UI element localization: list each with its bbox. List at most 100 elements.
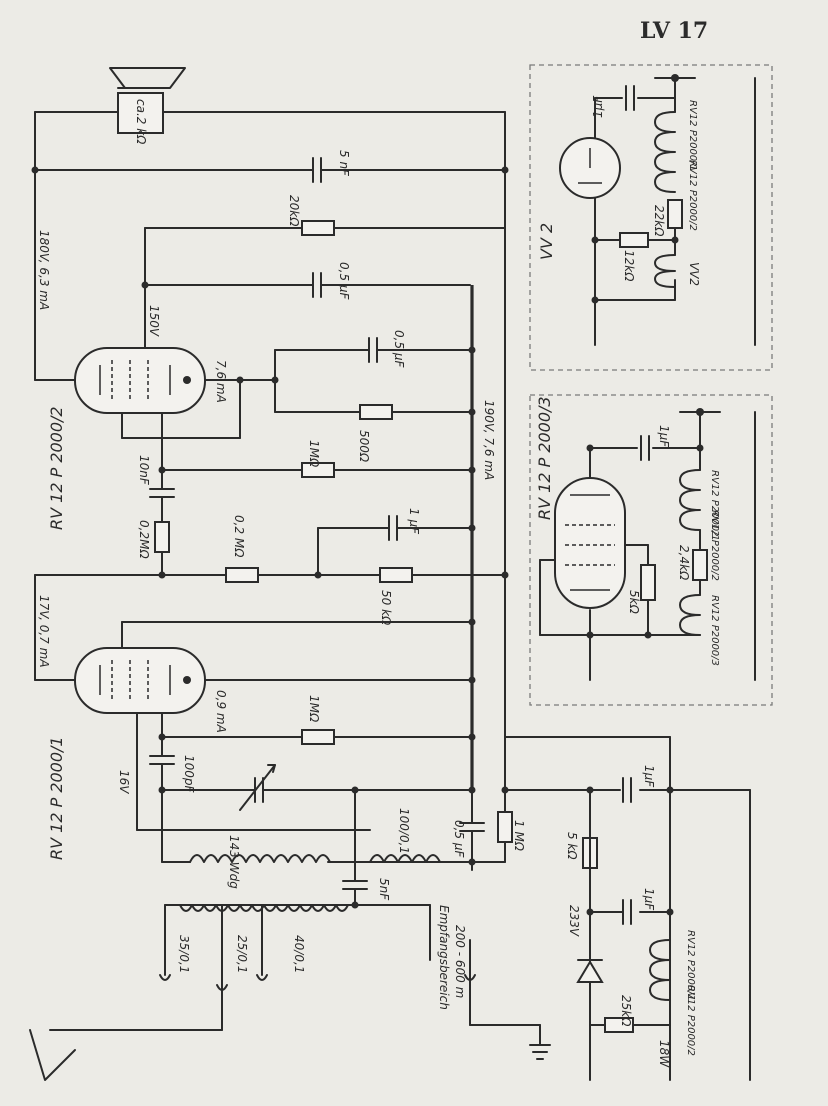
label-r-50k: 50 kΩ <box>379 590 393 626</box>
label-volt-16: 16V <box>117 770 131 794</box>
resistor-50k <box>379 567 413 583</box>
label-r-1m-lower: 1MΩ <box>307 695 321 723</box>
resistor-02m-left <box>154 521 170 553</box>
module-vv2-wiring <box>594 74 756 346</box>
tube-v3-label: RV 12 P 2000/3 <box>535 396 554 520</box>
capacitor-10nf <box>149 488 175 498</box>
resistor-v3-24k <box>692 549 708 581</box>
label-v3-r5: 5kΩ <box>627 590 641 615</box>
label-coil-100: 100/0,1 <box>397 808 411 854</box>
label-v3-h1: RV12 P2000/1 <box>709 470 720 541</box>
label-vv2-h1: RV12 P2000/1 <box>687 100 698 171</box>
label-volt-233: 233V <box>567 905 581 937</box>
label-r-1m-top: 1MΩ <box>307 440 321 468</box>
label-vv2-r22: 22kΩ <box>652 205 666 237</box>
antenna-symbol <box>29 1029 76 1081</box>
module-v3-box <box>529 394 773 706</box>
heater-coils-vv2 <box>654 111 676 288</box>
label-r-5k-pwr: 5 kΩ <box>565 832 579 860</box>
label-c-1uf-mid: 1 μF <box>407 508 421 535</box>
resistor-1m-low <box>497 811 513 843</box>
label-heater-a2: RV12 P2000/2 <box>685 985 696 1056</box>
junction-dots <box>31 166 704 916</box>
label-c-5nf-low: 5nF <box>377 878 391 901</box>
speaker-impedance-label: ca.2 kΩ <box>134 99 148 145</box>
label-v3-h2: RV12 P2000/2 <box>709 510 720 581</box>
capacitor-1uf-mid <box>388 515 398 541</box>
heater-coils-v3 <box>679 469 701 636</box>
tube-vv2-label: VV 2 <box>537 223 556 260</box>
capacitor-vv2 <box>625 85 635 111</box>
resistor-1m-top <box>301 462 335 478</box>
label-coil-143: 143 Wdg <box>227 835 241 889</box>
capacitor-05-top <box>312 272 322 298</box>
label-vv2-h3: VV2 <box>687 262 701 286</box>
label-c-100pf: 100pF <box>182 755 196 794</box>
resistor-02m-mid <box>225 567 259 583</box>
label-c-1uf-pwr: 1μF <box>642 765 656 788</box>
label-v3-c: 1μF <box>657 425 671 448</box>
label-cur-76: 7,6 mA <box>214 360 228 403</box>
capacitor-05-low <box>459 822 485 832</box>
heater-coils-a <box>649 939 671 1001</box>
label-c-1uf-pwr2: 1μF <box>642 888 656 911</box>
label-volt-17: 17V, 0,7 mA <box>37 595 51 668</box>
capacitor-1uf-pwr2 <box>622 899 632 925</box>
label-c-05-mid: 0,5 μF <box>392 330 406 369</box>
ground-symbol <box>529 1044 551 1060</box>
resistor-vv2-22k <box>667 199 683 229</box>
tube-vv2 <box>559 137 621 199</box>
tube-v1-label: RV 12 P 2000/1 <box>47 736 66 860</box>
resistor-500 <box>359 404 393 420</box>
rectifier-diode <box>576 959 604 983</box>
label-v3-r24: 2,4kΩ <box>677 545 691 581</box>
capacitor-v3 <box>640 435 650 461</box>
capacitor-variable <box>239 764 276 811</box>
coil-100 <box>369 854 441 863</box>
resistor-1m-lower <box>301 729 335 745</box>
module-vv2-box <box>529 64 773 371</box>
tube-v2 <box>74 347 206 414</box>
label-r-02m-left: 0,2MΩ <box>137 520 151 559</box>
label-vv2-r12: 12kΩ <box>622 250 636 282</box>
coil-143 <box>189 854 331 863</box>
amplifier-wiring <box>34 111 751 1046</box>
tube-v3 <box>554 477 626 609</box>
capacitor-1uf-pwr <box>622 777 632 803</box>
label-vv2-h2: RV12 P2000/2 <box>687 160 698 231</box>
label-heater-a1: RV12 P2000/1 <box>685 930 696 1001</box>
resistor-v3-5k <box>640 564 656 601</box>
tube-v2-label: RV 12 P 2000/2 <box>47 406 66 530</box>
label-volt-180: 180V, 6,3 mA <box>37 230 51 310</box>
label-r-1m-low: 1 MΩ <box>512 820 526 852</box>
label-c-10nf: 10nF <box>137 455 151 486</box>
label-pwr-18w: 18W <box>657 1040 671 1068</box>
label-coil-35: 35/0,1 <box>177 935 191 973</box>
antenna-terminals <box>159 974 476 991</box>
label-r-02m-mid: 0,2 MΩ <box>232 515 246 558</box>
label-r-500: 500Ω <box>357 430 371 463</box>
resistor-20k <box>301 220 335 236</box>
capacitor-5nf-top <box>312 157 322 183</box>
label-coil-40: 40/0,1 <box>292 935 306 973</box>
label-range-value: 200 - 600 m <box>453 925 467 998</box>
label-c-5nf-top: 5 nF <box>337 150 351 177</box>
coil-antenna <box>179 904 349 912</box>
label-v3-h3: RV12 P2000/3 <box>709 595 720 666</box>
label-r-20k: 20kΩ <box>287 195 301 227</box>
schematic-title: LV 17 <box>640 18 708 44</box>
label-cur-09: 0,9 mA <box>214 690 228 733</box>
capacitor-5nf-low <box>342 880 368 890</box>
label-volt-150: 150V <box>147 305 161 337</box>
label-c-05-low: 0,5 μF <box>452 820 466 859</box>
label-vv2-c: 1μF <box>591 95 605 118</box>
resistor-vv2-12k <box>619 232 649 248</box>
label-coil-25: 25/0,1 <box>235 935 249 973</box>
capacitor-100pf <box>149 755 175 765</box>
label-volt-190: 190V, 7,6 mA <box>482 400 496 480</box>
capacitor-05-mid <box>368 337 378 363</box>
label-r-25k: 25kΩ <box>619 995 633 1027</box>
label-c-05-top: 0,5 μF <box>337 262 351 301</box>
